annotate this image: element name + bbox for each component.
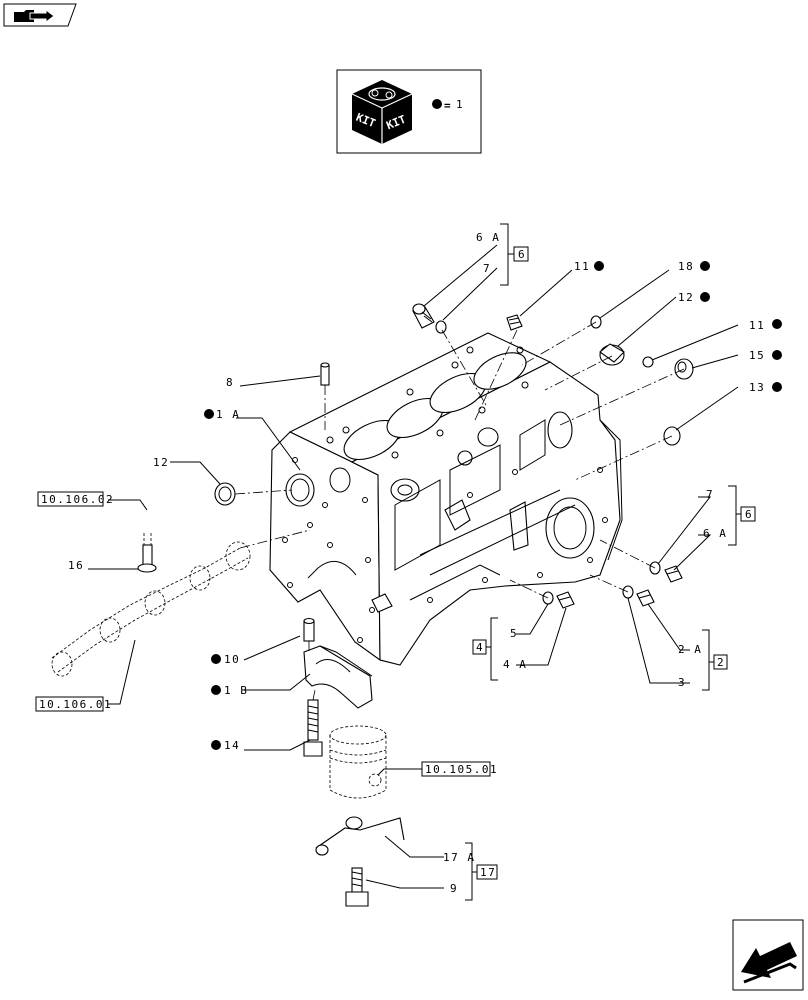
ref-10-105-01[interactable]: 10.105.01 [421,761,498,777]
kit-bullet-icon [204,409,214,419]
dowel-8 [320,362,330,386]
callout-7-top: 7 [483,262,491,275]
svg-text:2: 2 [717,656,725,669]
kit-bullet-icon [594,261,604,271]
svg-text:10.105.01: 10.105.01 [425,763,498,776]
kit-bullet-icon [211,654,221,664]
callout-labels: 6 A 7 11 18 12 11 15 13 8 1 A 12 16 7 6 … [68,231,782,895]
callout-6a-right: 6 A [703,527,727,540]
bolt-9 [345,867,369,907]
arrow-folder-icon [14,9,55,23]
kit-bullet-icon [211,685,221,695]
washer-7-top [435,320,447,334]
plug-6a-top [412,303,435,329]
kit-bullet-icon [211,740,221,750]
callout-17a: 17 A [443,851,476,864]
piston [329,725,387,799]
callout-1b: 1 B [224,684,248,697]
tappet-16 [137,533,157,573]
previous-page-tab[interactable] [3,3,77,27]
oil-jet-17a [315,816,405,856]
ref-box-4[interactable]: 4 [472,639,487,655]
callout-16: 16 [68,559,84,572]
arrow-down-left-icon [741,942,797,984]
kit-bullet-icon [772,350,782,360]
callout-12-left: 12 [153,456,169,469]
kit-legend-box: KIT KIT = 1 [336,69,482,154]
camshaft [51,541,251,677]
ref-box-6-right[interactable]: 6 [740,506,756,522]
svg-text:6: 6 [518,248,526,261]
kit-bullet-icon [432,99,442,109]
callout-7-right: 7 [706,488,714,501]
kit-legend-equals: = [444,99,452,112]
next-page-button[interactable] [732,919,804,991]
engine-block [269,332,623,666]
cap-12-right [599,343,625,366]
cap-12-left [214,482,236,506]
kit-bullet-icon [772,382,782,392]
callout-14: 14 [224,739,240,752]
callout-4a: 4 A [503,658,527,671]
leader-lines [88,244,739,889]
svg-text:6: 6 [745,508,753,521]
ref-10-106-02[interactable]: 10.106.02 [37,491,114,507]
plug-6a-right [664,565,683,583]
svg-text:10.106.01: 10.106.01 [39,698,112,711]
callout-18: 18 [678,260,694,273]
bearing-cap-1b [303,645,373,709]
callout-5: 5 [510,627,518,640]
dowel-10 [303,617,315,642]
kit-bullet-icon [700,292,710,302]
assembly-axes [234,321,685,701]
brackets [465,223,741,901]
svg-text:17: 17 [480,866,496,879]
svg-text:10.106.02: 10.106.02 [41,493,114,506]
callout-1a: 1 A [216,408,240,421]
plug-11-right [642,356,654,368]
callout-15: 15 [749,349,765,362]
callout-2a: 2 A [678,643,702,656]
kit-cube-icon: KIT KIT [351,80,413,144]
kit-bullet-icon [700,261,710,271]
plug-4a [556,591,575,609]
plug-11-top [506,314,523,331]
ref-box-2[interactable]: 2 [713,654,728,670]
kit-bullet-icon [772,319,782,329]
svg-text:4: 4 [476,641,484,654]
ref-box-6-top[interactable]: 6 [513,246,529,262]
ref-10-106-01[interactable]: 10.106.01 [35,696,112,712]
callout-3: 3 [678,676,686,689]
ref-box-17[interactable]: 17 [476,864,498,880]
kit-legend-value: 1 [456,98,464,111]
bolt-14 [303,699,323,757]
callout-12-right: 12 [678,291,694,304]
plug-2a [636,589,655,607]
callout-9: 9 [450,882,458,895]
callout-8: 8 [226,376,234,389]
callout-6a-top: 6 A [476,231,500,244]
callout-11-right: 11 [749,319,765,332]
callout-11-top: 11 [574,260,590,273]
callout-10: 10 [224,653,240,666]
callout-13: 13 [749,381,765,394]
